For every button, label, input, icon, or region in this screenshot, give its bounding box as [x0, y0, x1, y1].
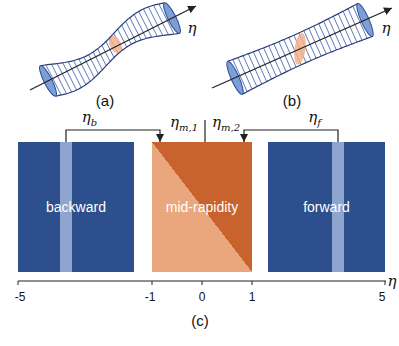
tube-outline [56, 33, 180, 96]
region-box: mid-rapidity [152, 142, 252, 272]
rapidity-label: ηm,2 [211, 113, 241, 134]
twisted-tube [30, 1, 196, 98]
axis-tick [385, 281, 386, 285]
panel-label: (c) [191, 312, 209, 330]
eta-axis [212, 8, 392, 88]
edge-label: ηb [81, 108, 98, 129]
tick-label: 1 [249, 290, 256, 304]
straight-tube [212, 2, 392, 96]
axis-tick [152, 281, 153, 285]
tick-label: 5 [379, 290, 386, 304]
panel-label: (b) [283, 92, 301, 110]
tick-label: -5 [15, 290, 26, 304]
axis-tick [202, 281, 203, 285]
tube-outline [40, 3, 164, 66]
rapidity-label: ηm,1 [169, 113, 199, 134]
axis-label: η [188, 19, 197, 37]
hatch-line [57, 64, 71, 93]
region-label: forward [303, 199, 350, 216]
bracket-connector [66, 130, 160, 142]
region-box: forward [268, 142, 385, 272]
hatch-line [139, 11, 152, 37]
hatch-line [148, 7, 162, 36]
edge-label: ηf [307, 108, 322, 129]
axis-tick [18, 281, 19, 285]
tick-label: 0 [199, 290, 206, 304]
region-label: mid-rapidity [166, 199, 238, 216]
axis-label: η [382, 19, 391, 37]
panel-label: (a) [96, 92, 114, 110]
tick-label: -1 [145, 290, 156, 304]
bracket-connector [244, 130, 338, 142]
region-label: backward [46, 199, 106, 216]
axis-label: η [388, 272, 397, 290]
region-box: backward [18, 142, 134, 272]
eta-axis [30, 6, 196, 90]
axis-tick [252, 281, 253, 285]
slice-ellipse [106, 33, 125, 55]
